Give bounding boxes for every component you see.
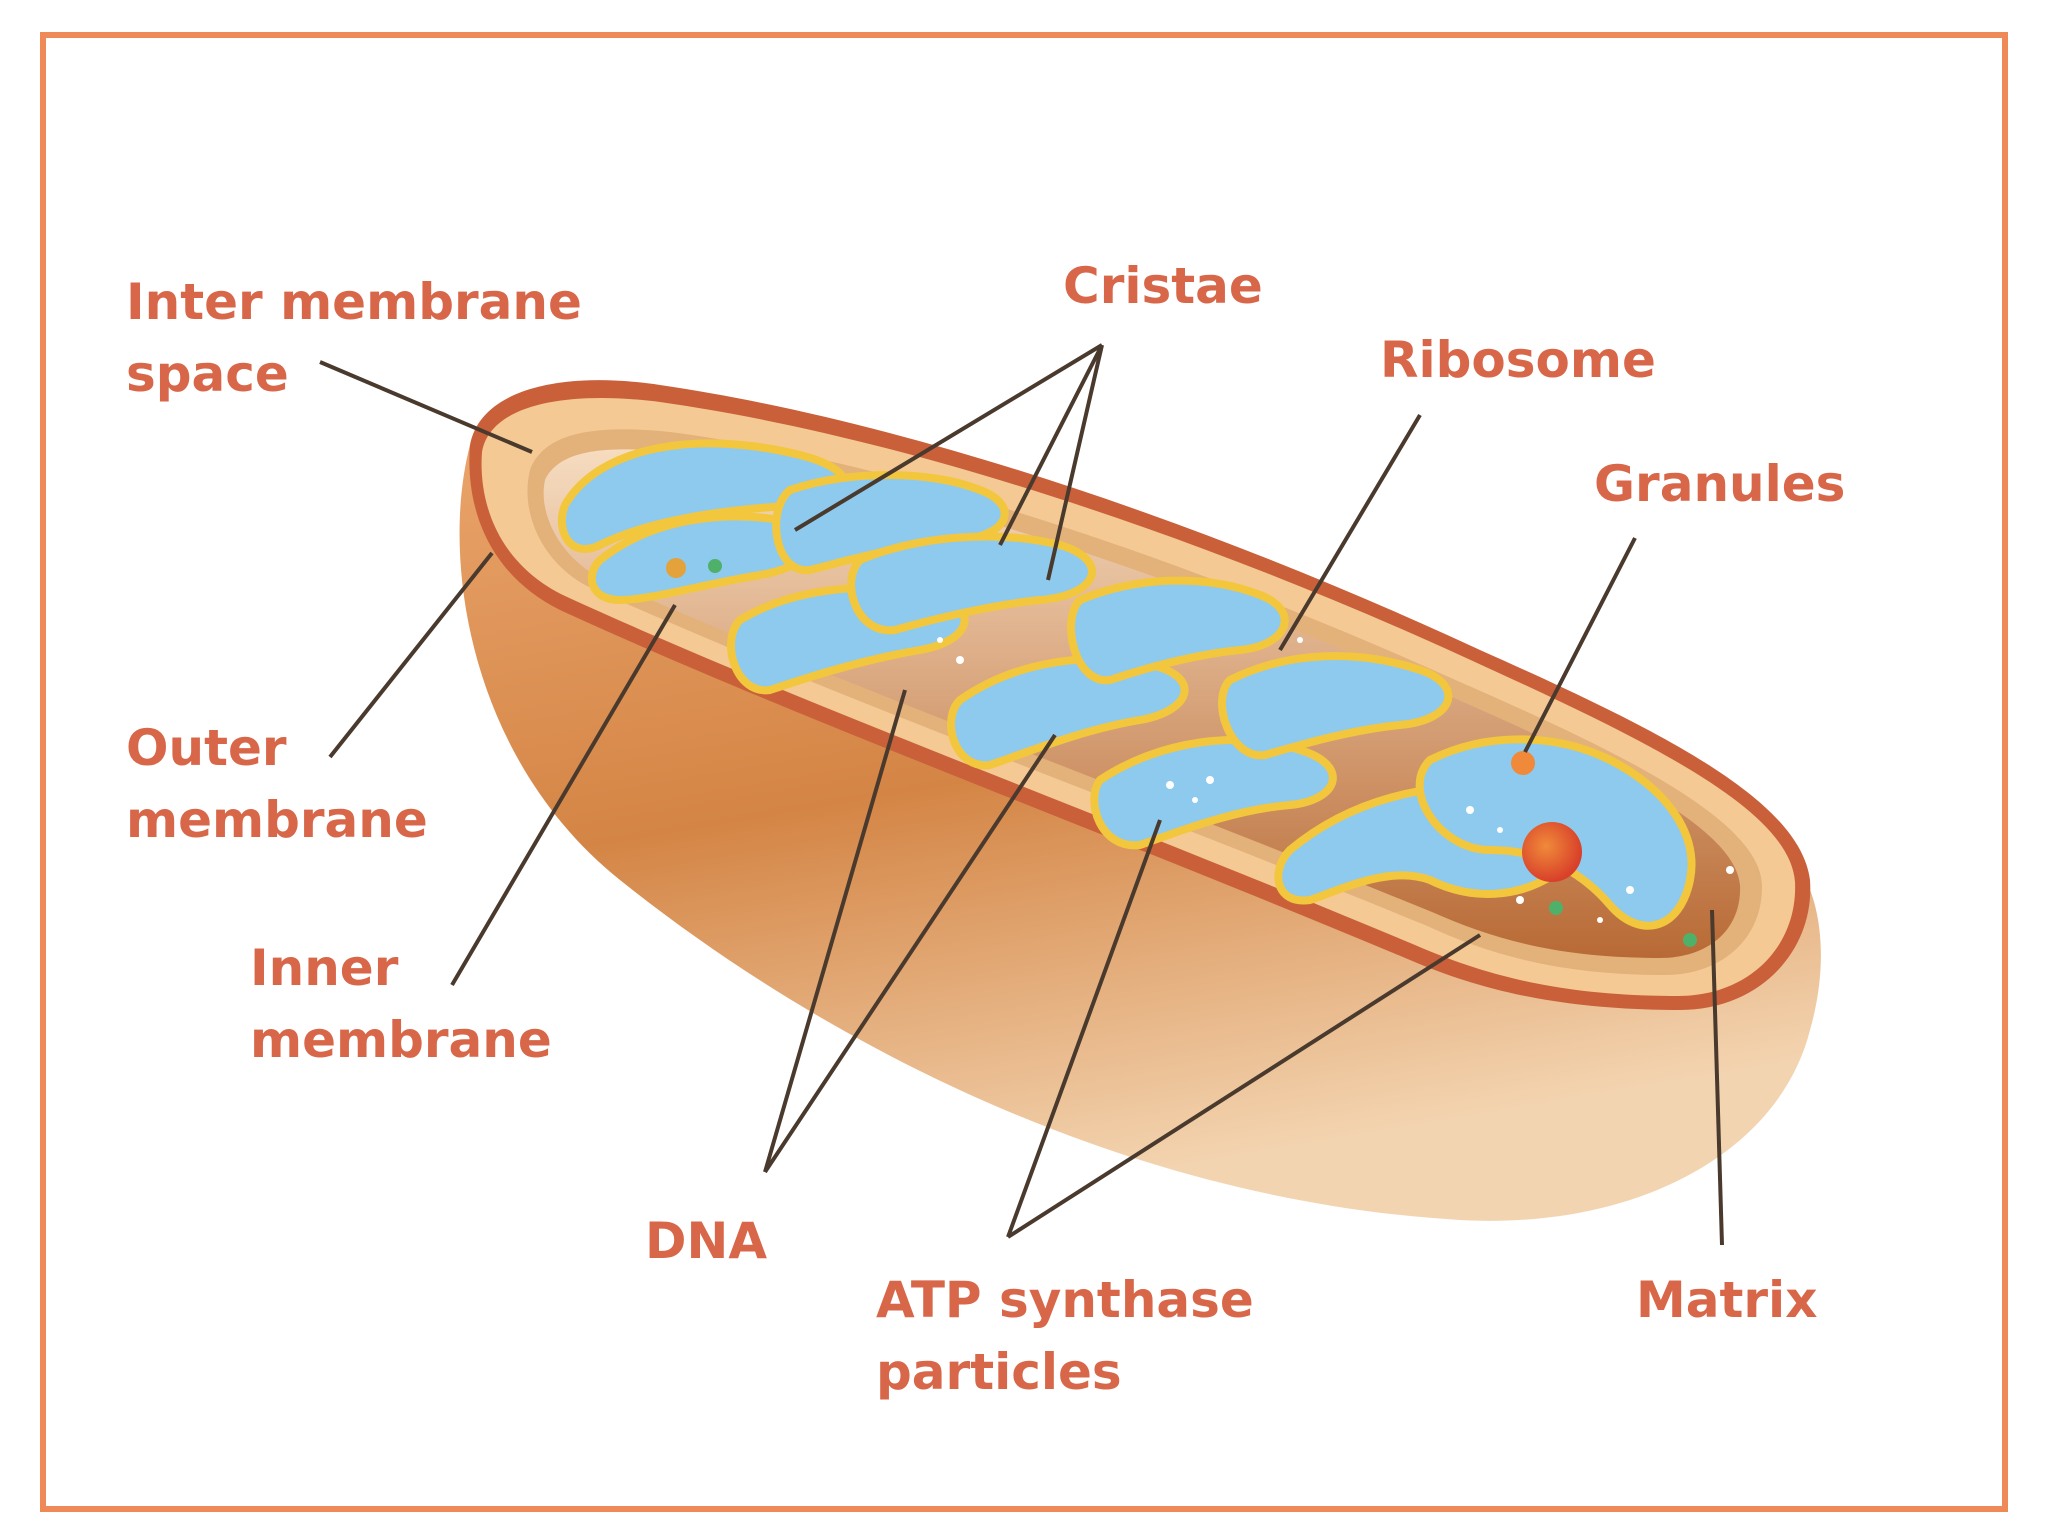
line-outer-membrane [328,551,494,759]
line-cristae-1 [793,343,1104,532]
dna-dot [1683,933,1697,947]
leader-lines [319,343,1724,1246]
label-atp-synthase-particles: ATP synthase particles [876,1264,1254,1408]
line-dna-2 [763,733,1057,1174]
label-granules: Granules [1594,455,1846,513]
line-granules [1523,537,1637,753]
line-ribosome [1278,413,1422,652]
label-matrix: Matrix [1636,1271,1818,1329]
granule-large [1522,822,1582,882]
line-cristae-3 [1046,344,1104,581]
line-atp-2 [1006,933,1482,1239]
line-atp-1 [1006,819,1162,1238]
label-line: space [126,345,289,403]
label-inter-membrane-space: Inter membrane space [126,266,582,410]
label-line: Outer [126,719,287,777]
line-dna-1 [763,689,907,1173]
label-inner-membrane: Inner membrane [250,932,552,1076]
dna-dot [708,559,722,573]
line-cristae-2 [998,344,1104,546]
ribosome-dot [666,558,686,578]
label-outer-membrane: Outer membrane [126,712,428,856]
line-matrix [1710,909,1724,1246]
label-dna: DNA [645,1212,768,1270]
label-line: membrane [250,1011,552,1069]
granule-small [1511,751,1535,775]
dna-dot [1549,901,1563,915]
label-line: Inner [250,939,399,997]
label-line: particles [876,1343,1122,1401]
line-inner-membrane [450,603,677,987]
line-inter-membrane-space [319,360,533,454]
matrix-particles [666,558,1734,947]
label-line: ATP synthase [876,1271,1254,1329]
label-cristae: Cristae [1063,257,1263,315]
label-ribosome: Ribosome [1380,331,1656,389]
label-line: membrane [126,791,428,849]
label-line: Inter membrane [126,273,582,331]
diagram-frame [40,32,2008,1512]
